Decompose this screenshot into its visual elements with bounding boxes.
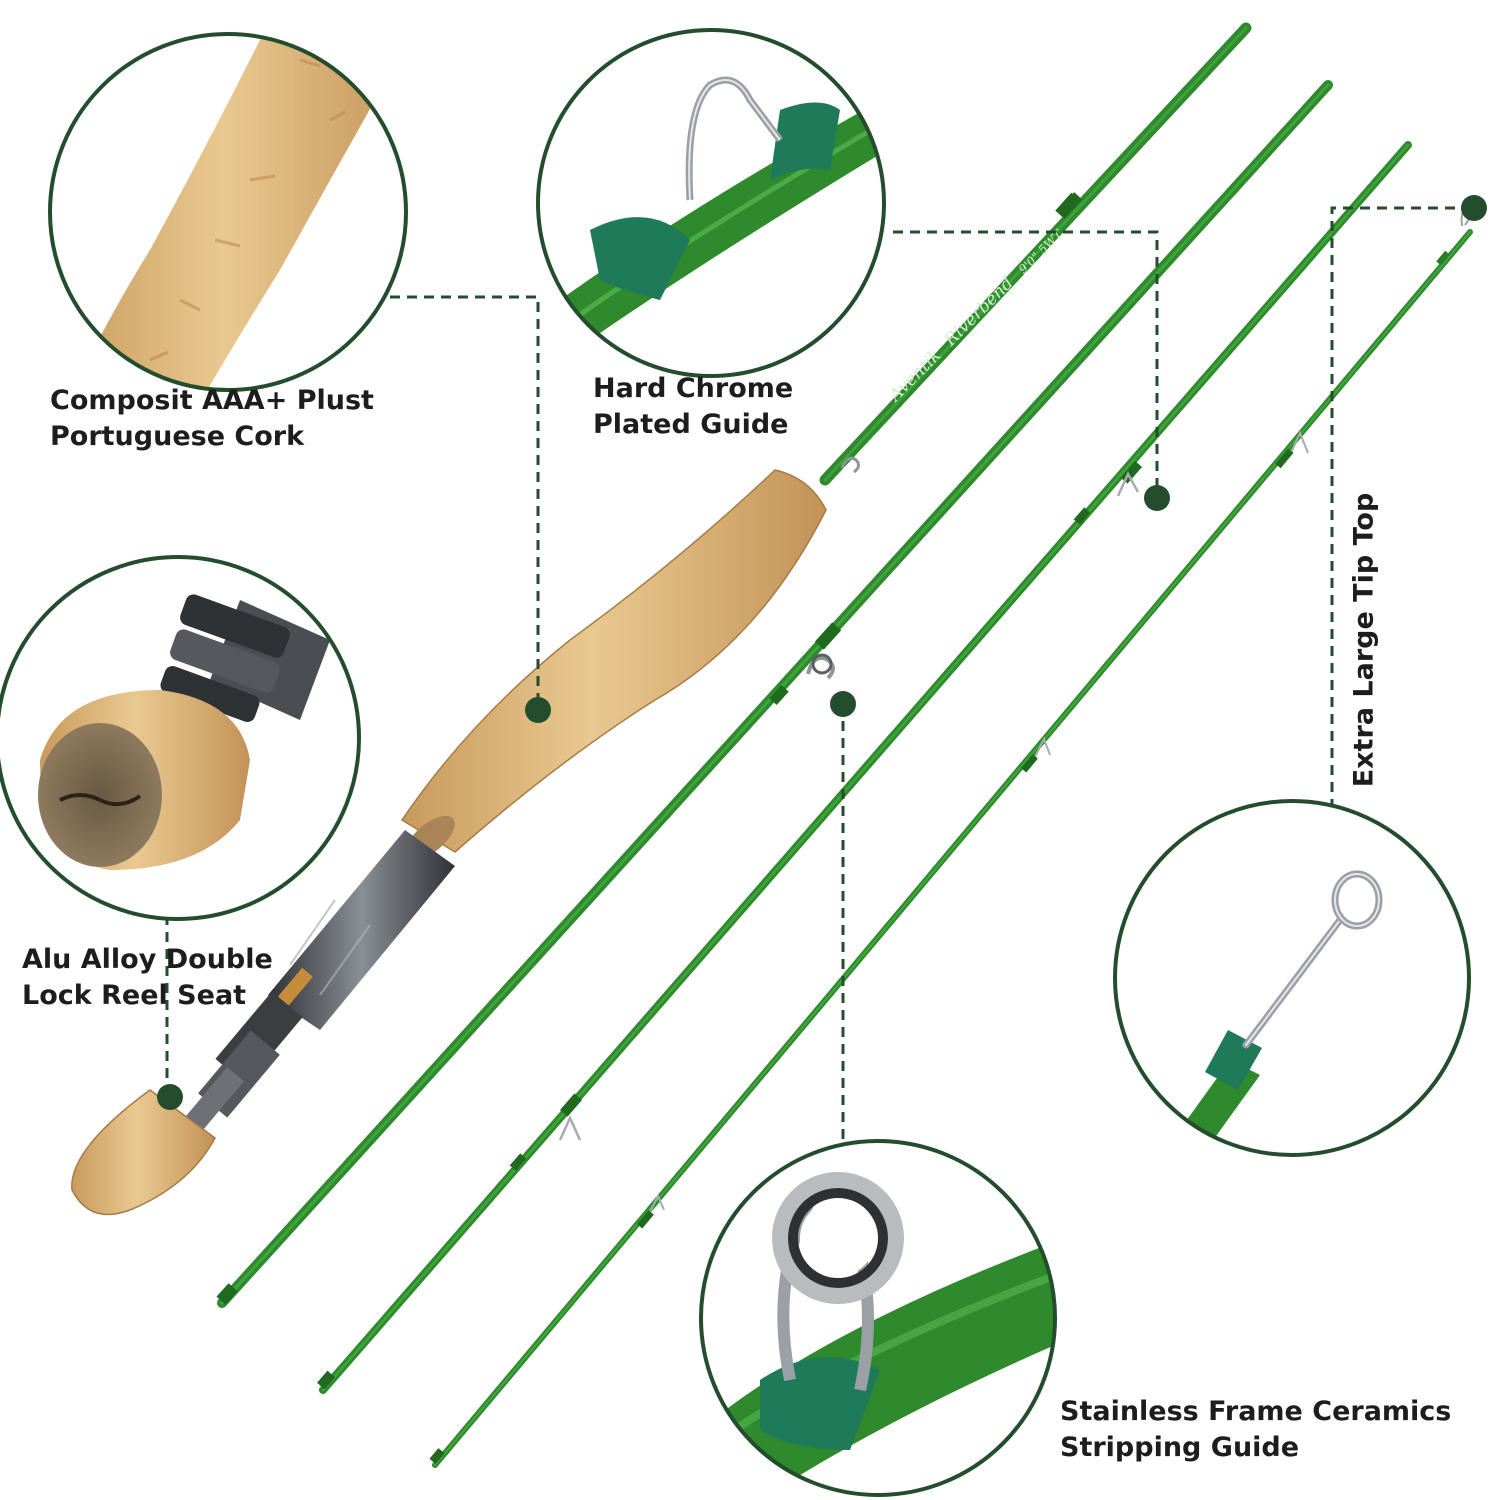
callout-stripping-guide-line2: Stripping Guide [1060, 1432, 1300, 1463]
dot-tip-top [1461, 195, 1487, 221]
zoom-circle-stripping-guide [699, 1139, 1057, 1497]
zoom-circle-reel-seat [0, 555, 361, 921]
callout-cork-line1: Composit AAA+ Plust [50, 385, 374, 416]
callout-reel-seat-label: Alu Alloy Double Lock Reel Seat [22, 942, 273, 1014]
callout-connectors [165, 206, 1472, 1210]
connector-tip-top [1330, 206, 1472, 810]
callout-cork-line2: Portuguese Cork [50, 421, 305, 452]
rod-tip-section [429, 204, 1473, 1468]
zoom-circle-guide [536, 28, 886, 378]
rod-third-section [316, 141, 1412, 1394]
callout-cork-label: Composit AAA+ Plust Portuguese Cork [50, 383, 374, 455]
connector-cork [390, 295, 540, 710]
connector-guide [893, 230, 1159, 498]
zoom-circle-cork [48, 32, 408, 392]
dot-guide [1144, 485, 1170, 511]
callout-guide-line1: Hard Chrome [593, 373, 794, 404]
rod-brand-text: Aventik [884, 346, 945, 407]
callout-stripping-guide-label: Stainless Frame Ceramics Stripping Guide [1060, 1394, 1451, 1466]
callout-guide-label: Hard Chrome Plated Guide [593, 371, 793, 443]
rod-model-text: Riverbend [940, 273, 1018, 351]
callout-guide-line2: Plated Guide [593, 409, 789, 440]
callout-reel-seat-line2: Lock Reel Seat [22, 980, 247, 1011]
callout-stripping-guide-line1: Stainless Frame Ceramics [1060, 1396, 1452, 1427]
callout-reel-seat-line1: Alu Alloy Double [22, 944, 273, 975]
callout-dots [157, 195, 1487, 1110]
dot-reel-seat [157, 1084, 183, 1110]
svg-text:Aventik Riverbend: Aventik Riverbend 9'0" 5WT [884, 224, 1067, 407]
dot-cork [525, 697, 551, 723]
rod-spec-text: 9'0" 5WT [1016, 226, 1066, 276]
dot-stripping-guide [830, 691, 856, 717]
callout-tip-top-label: Extra Large Tip Top [1348, 492, 1380, 788]
zoom-circle-tip-top [1113, 799, 1471, 1157]
